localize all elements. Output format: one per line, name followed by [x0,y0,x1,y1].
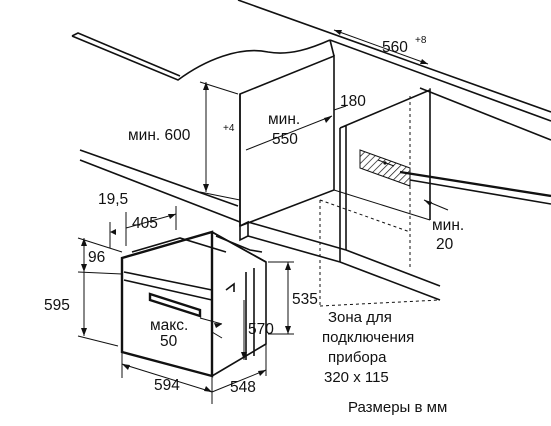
cabinet-labels: 560 +8 мин. 600 +4 мин. 550 180 мин. 20 [128,35,464,253]
cabinet-side-min-label: мин. [432,217,464,234]
oven-labels: 19,5 405 96 595 535 570 макс. 50 594 548 [44,191,318,396]
oven-dim-570: 570 [248,321,274,338]
cabinet-dimensions [199,29,449,211]
oven-dim-405: 405 [132,215,158,232]
connection-zone-line-1: Зона для [328,309,392,326]
cabinet-height-sup: +4 [223,123,235,134]
cabinet-width-sup: +8 [415,35,427,46]
cabinet-width-label: 560 [382,39,408,56]
oven-max-value: 50 [160,333,178,350]
countertop-edge [71,35,331,81]
connection-zone-box [359,149,411,187]
cabinet-height-label: мин. 600 [128,127,191,144]
connection-zone-line-3: прибора [328,349,387,366]
units-note: Размеры в мм [348,399,447,416]
oven-dim-594: 594 [154,377,180,394]
cabinet-rear-gap-label: 180 [340,93,366,110]
cabinet-depth-min-value: 550 [272,131,298,148]
connection-zone-line-2: подключения [322,329,414,346]
cabinet-side-min-value: 20 [436,236,454,253]
cabinet-depth-min-label: мин. [268,111,300,128]
oven-dim-19-5: 19,5 [98,191,128,208]
oven-dim-96: 96 [88,249,105,266]
oven-dim-535: 535 [292,291,318,308]
cabinet-niche [71,0,551,307]
oven-door-handle [148,292,202,318]
oven-dim-548: 548 [230,379,256,396]
oven-dim-595: 595 [44,297,70,314]
connection-zone-note: Зона для подключения прибора 320 x 115 [322,309,414,386]
oven-dimensions [77,206,294,404]
oven-max-label: макс. [150,317,188,334]
connection-zone-line-4: 320 x 115 [324,369,389,386]
